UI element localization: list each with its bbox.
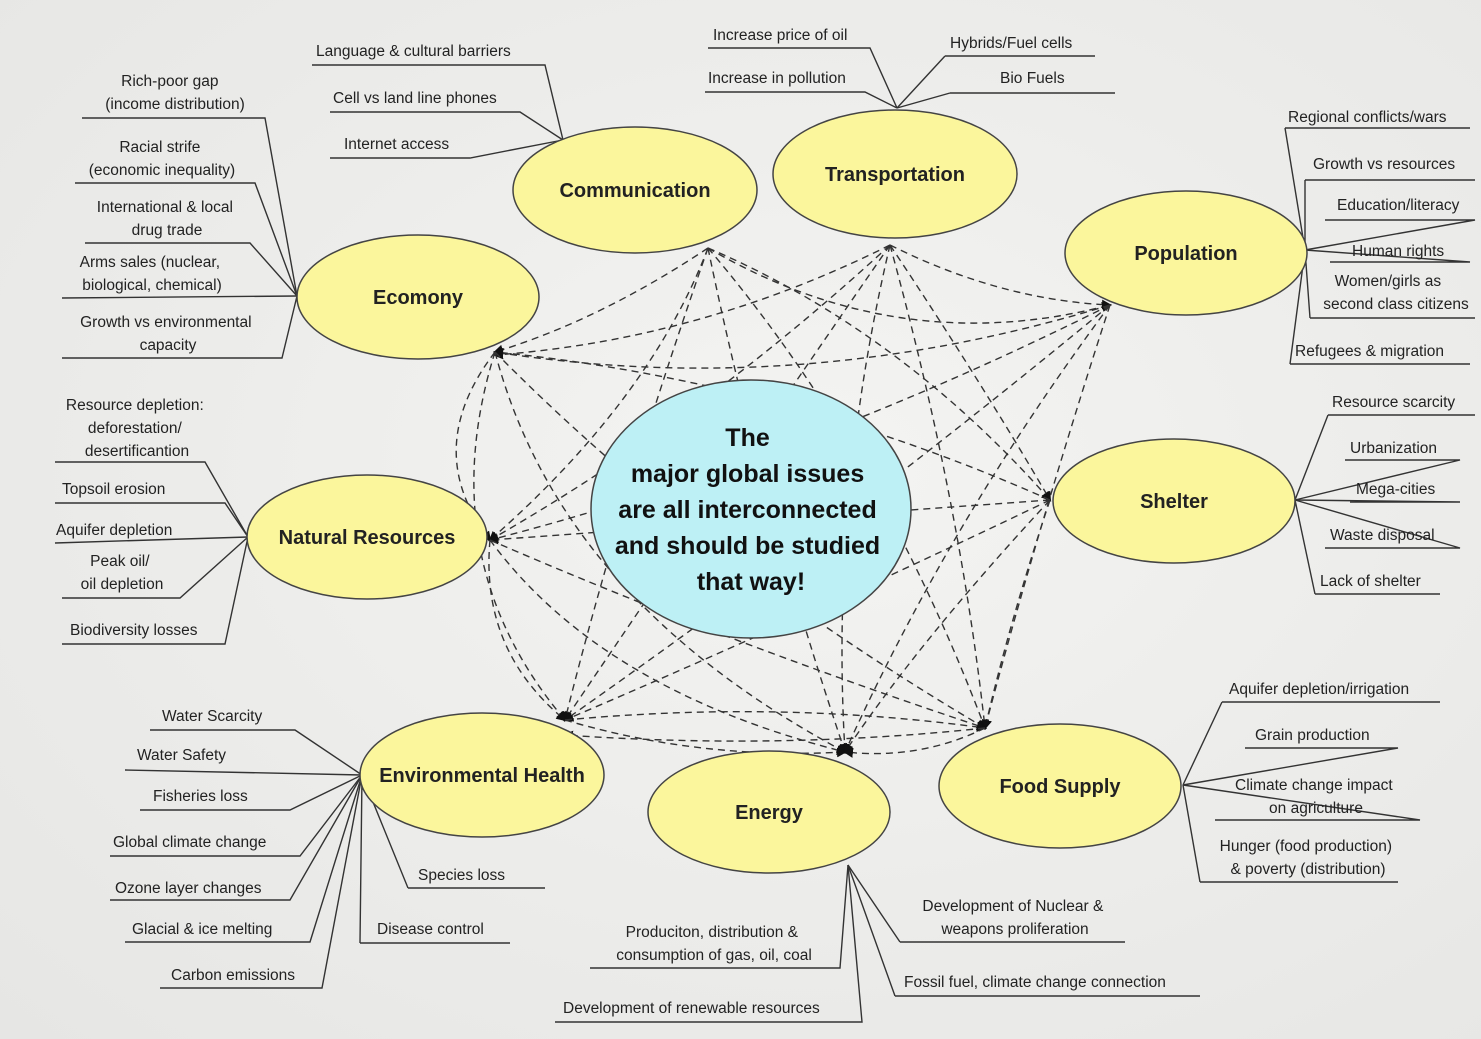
- population-item: Regional conflicts/wars: [1288, 109, 1447, 126]
- environmental-health-item: Ozone layer changes: [115, 880, 262, 897]
- natural-resources-item: Peak oil/ oil depletion: [81, 553, 164, 593]
- node-food-supply[interactable]: Food Supply: [938, 723, 1182, 849]
- natural-resources-item: Aquifer depletion: [56, 522, 172, 539]
- shelter-item: Resource scarcity: [1332, 394, 1455, 411]
- economy-item: Racial strife (economic inequality): [89, 139, 235, 179]
- population-item: Education/literacy: [1337, 197, 1460, 214]
- natural-resources-item: Topsoil erosion: [62, 481, 165, 498]
- transportation-item: Increase price of oil: [713, 27, 847, 44]
- communication-item: Cell vs land line phones: [333, 90, 497, 107]
- economy-item: Growth vs environmental capacity: [80, 314, 256, 354]
- environmental-health-item: Disease control: [377, 921, 484, 938]
- shelter-label: Shelter: [1140, 491, 1208, 513]
- energy-label: Energy: [735, 802, 804, 824]
- environmental-health-item: Water Scarcity: [162, 708, 262, 725]
- population-branches: Regional conflicts/wars Growth vs resour…: [1284, 109, 1476, 365]
- food-supply-item: Climate change impact on agriculture: [1235, 777, 1397, 817]
- environmental-health-item: Water Safety: [137, 747, 226, 764]
- environmental-health-item: Glacial & ice melting: [132, 921, 272, 938]
- energy-item: Development of Nuclear & weapons prolife…: [922, 898, 1107, 938]
- environmental-health-item: Species loss: [418, 867, 505, 884]
- node-communication[interactable]: Communication: [512, 126, 758, 254]
- natural-resources-label: Natural Resources: [279, 527, 456, 549]
- transportation-item: Increase in pollution: [708, 70, 846, 87]
- communication-branches: Language & cultural barriers Cell vs lan…: [312, 43, 564, 159]
- food-supply-item: Aquifer depletion/irrigation: [1229, 681, 1409, 698]
- energy-item: Fossil fuel, climate change connection: [904, 974, 1166, 991]
- environmental-health-branches: Water Scarcity Water Safety Fisheries lo…: [110, 708, 545, 989]
- environmental-health-item: Carbon emissions: [171, 967, 295, 984]
- environmental-health-item: Fisheries loss: [153, 788, 248, 805]
- food-supply-item: Grain production: [1255, 727, 1370, 744]
- economy-item: Arms sales (nuclear, biological, chemica…: [80, 254, 225, 294]
- economy-item: Rich-poor gap (income distribution): [105, 73, 245, 113]
- population-item: Growth vs resources: [1313, 156, 1455, 173]
- energy-item: Produciton, distribution & consumption o…: [616, 924, 812, 964]
- central-node[interactable]: The major global issues are all intercon…: [590, 379, 912, 639]
- shelter-item: Urbanization: [1350, 440, 1437, 457]
- node-energy[interactable]: Energy: [647, 750, 891, 874]
- energy-item: Development of renewable resources: [563, 1000, 820, 1017]
- population-item: Women/girls as second class citizens: [1323, 273, 1469, 313]
- natural-resources-branches: Resource depletion: deforestation/ deser…: [54, 397, 249, 645]
- food-supply-label: Food Supply: [999, 776, 1121, 798]
- population-item: Refugees & migration: [1295, 343, 1444, 360]
- transportation-item: Bio Fuels: [1000, 70, 1065, 87]
- food-supply-branches: Aquifer depletion/irrigation Grain produ…: [1182, 681, 1440, 883]
- population-item: Human rights: [1352, 243, 1444, 260]
- shelter-item: Waste disposal: [1330, 527, 1435, 544]
- environmental-health-label: Environmental Health: [379, 765, 585, 787]
- energy-branches: Produciton, distribution & consumption o…: [555, 864, 1200, 1023]
- transportation-label: Transportation: [825, 164, 965, 186]
- shelter-item: Lack of shelter: [1320, 573, 1421, 590]
- natural-resources-item: Resource depletion: deforestation/ deser…: [66, 397, 208, 460]
- economy-item: International & local drug trade: [97, 199, 237, 239]
- shelter-branches: Resource scarcity Urbanization Mega-citi…: [1294, 394, 1475, 595]
- transportation-branches: Increase price of oil Increase in pollut…: [705, 27, 1115, 109]
- node-shelter[interactable]: Shelter: [1052, 438, 1296, 564]
- environmental-health-item: Global climate change: [113, 834, 266, 851]
- transportation-item: Hybrids/Fuel cells: [950, 35, 1073, 52]
- communication-item: Internet access: [344, 136, 449, 153]
- node-environmental-health[interactable]: Environmental Health: [359, 712, 605, 838]
- food-supply-item: Hunger (food production) & poverty (dist…: [1220, 838, 1397, 878]
- economy-label: Ecomony: [373, 287, 464, 309]
- central-message: The major global issues are all intercon…: [615, 424, 887, 596]
- population-label: Population: [1134, 243, 1237, 265]
- node-population[interactable]: Population: [1064, 190, 1308, 316]
- node-natural-resources[interactable]: Natural Resources: [246, 474, 488, 600]
- communication-label: Communication: [559, 180, 710, 202]
- shelter-item: Mega-cities: [1356, 481, 1435, 498]
- node-transportation[interactable]: Transportation: [772, 109, 1018, 239]
- economy-branches: Rich-poor gap (income distribution) Raci…: [61, 73, 298, 359]
- communication-item: Language & cultural barriers: [316, 43, 511, 60]
- natural-resources-item: Biodiversity losses: [70, 622, 198, 639]
- node-economy[interactable]: Ecomony: [296, 234, 540, 360]
